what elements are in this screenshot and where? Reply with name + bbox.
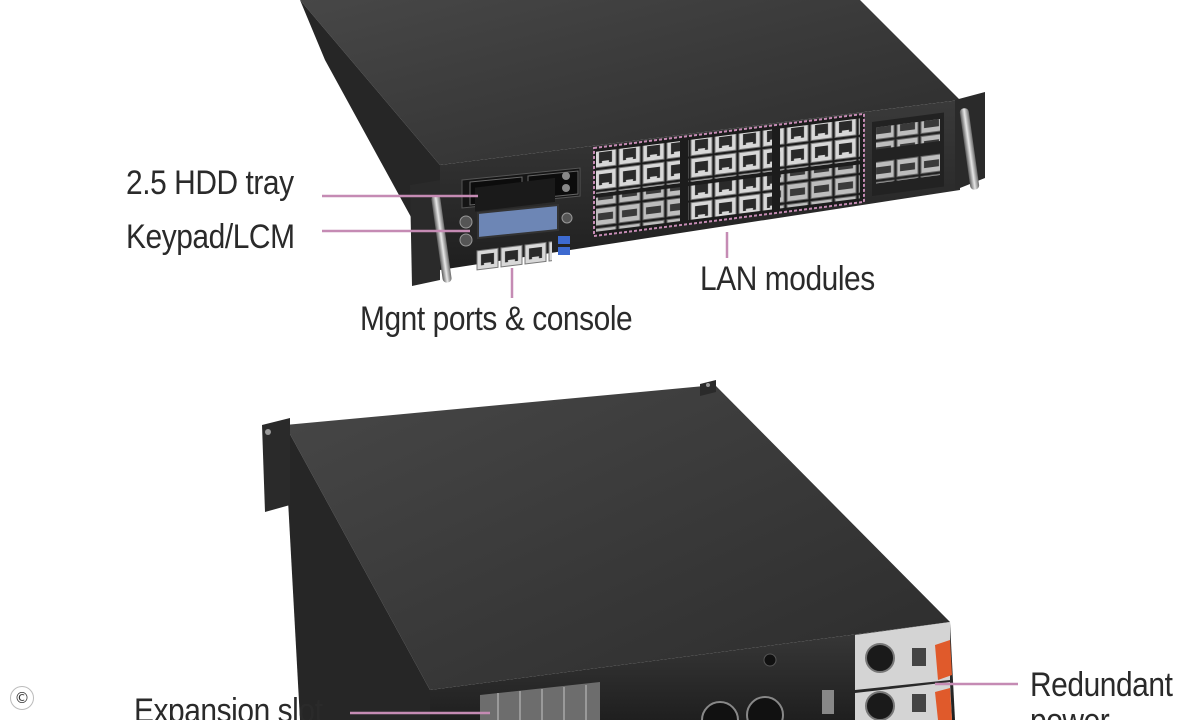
top-appliance — [300, 0, 985, 286]
keypad-button — [459, 215, 473, 229]
callout-lines-top — [322, 194, 729, 298]
psu-handle — [935, 688, 952, 720]
left-handle — [431, 195, 452, 283]
bottom-top-lid — [285, 385, 950, 690]
bottom-left-ear — [262, 418, 290, 512]
label-lan-modules: LAN modules — [700, 260, 875, 298]
callout-lines-bottom — [350, 682, 1018, 715]
psu-handle — [935, 640, 952, 680]
keypad-button — [459, 233, 473, 247]
redundant-psu — [855, 622, 952, 720]
label-keypad-lcm: Keypad/LCM — [126, 218, 295, 256]
sfp-module — [596, 187, 680, 232]
usb-port — [558, 236, 570, 244]
label-expansion-slot: Expansion slot — [134, 692, 323, 720]
bottom-appliance — [262, 380, 955, 720]
label-mgnt-ports: Mgnt ports & console — [360, 300, 633, 338]
top-lid — [300, 0, 960, 165]
rj45-module — [780, 118, 860, 171]
fan — [746, 696, 784, 720]
copyright-icon: © — [10, 686, 34, 710]
right-handle — [959, 108, 980, 190]
rj45-module — [688, 175, 772, 221]
rj45-module — [688, 129, 772, 183]
label-redundant-power-line1: Redundant — [1030, 666, 1173, 704]
label-hdd-tray: 2.5 HDD tray — [126, 164, 294, 202]
bottom-left-side — [285, 425, 430, 720]
mgmt-port-block — [475, 177, 555, 212]
lcm-screen — [477, 203, 559, 240]
lan-modules — [593, 112, 865, 238]
left-side — [300, 0, 440, 270]
expansion-slot — [480, 682, 600, 720]
fan — [701, 701, 739, 720]
rj45-module — [596, 141, 680, 194]
label-redundant-power-line2: power — [1030, 704, 1110, 720]
sfp-module — [780, 164, 860, 209]
usb-port — [558, 247, 570, 255]
